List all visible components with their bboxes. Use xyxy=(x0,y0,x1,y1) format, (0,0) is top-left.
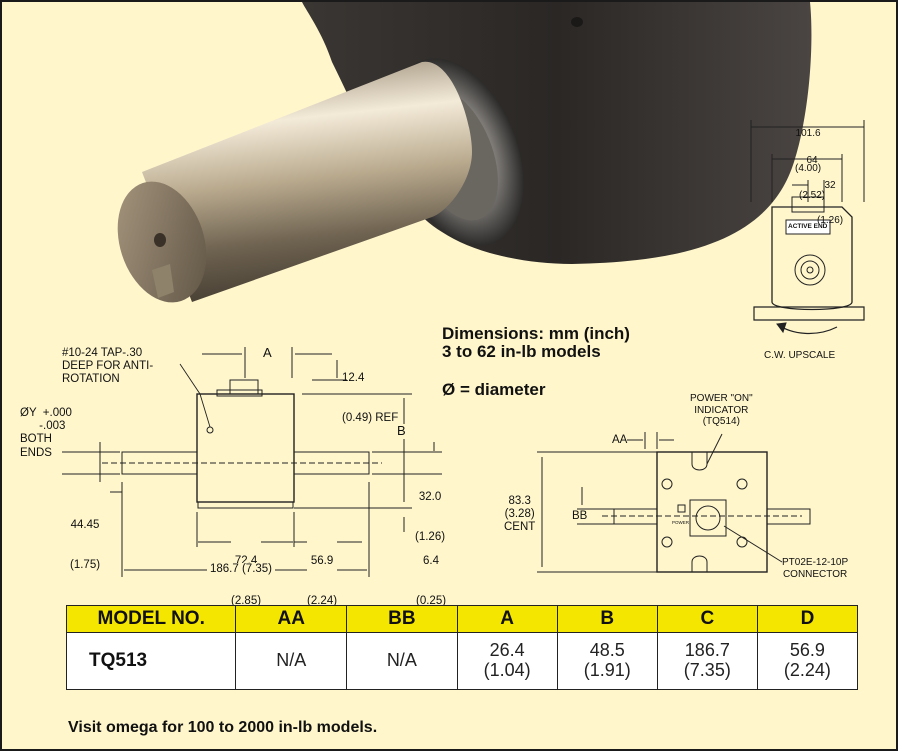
end-view-dim2: 64 (2.52) xyxy=(799,132,825,224)
dim-value-inch: (0.25) xyxy=(416,595,447,608)
dim-value-inch: (2.52) xyxy=(799,189,826,201)
product-photo xyxy=(117,2,812,303)
side-view-drawing xyxy=(62,347,442,577)
dim-value: 32 xyxy=(824,180,836,191)
tap-note: #10-24 TAP-.30 DEEP FOR ANTI- ROTATION xyxy=(62,347,154,386)
shaft-tolerance-note: ØY +.000 -.003 BOTH ENDS xyxy=(20,407,72,459)
height-dim: 32.0 (1.26) xyxy=(415,465,445,571)
table-header-row: MODEL NO. AA BB A B C D xyxy=(65,605,859,633)
shaft-dim: 44.45 (1.75) xyxy=(70,493,100,599)
dimensions-unit-text: Dimensions: mm (inch) xyxy=(442,324,630,344)
cell-model: TQ513 xyxy=(65,632,237,690)
col-c: C xyxy=(656,605,758,633)
dim-value: 56.9 xyxy=(310,555,334,568)
dim-b-label: B xyxy=(397,423,406,439)
dim-value-inch: (1.26) xyxy=(817,214,844,226)
cell-bb: N/A xyxy=(346,632,458,690)
cell-aa: N/A xyxy=(235,632,348,690)
footer-note: Visit omega for 100 to 2000 in-lb models… xyxy=(68,719,378,736)
models-range-note: 3 to 62 in-lb models xyxy=(442,342,601,361)
dim-value: 101.6 xyxy=(795,128,821,139)
power-indicator-note: POWER "ON" INDICATOR (TQ514) xyxy=(690,393,753,427)
dim-value: 12.4 xyxy=(342,372,365,385)
cell-d: 56.9 (2.24) xyxy=(756,632,859,690)
cell-b: 48.5 (1.91) xyxy=(556,632,658,690)
col-aa: AA xyxy=(235,605,348,633)
base-dim: 6.4 (0.25) xyxy=(416,529,446,635)
overall-length-dim: 186.7 (7.35) xyxy=(207,563,276,577)
cell-c: 186.7 (7.35) xyxy=(656,632,758,690)
col-bb: BB xyxy=(346,605,458,633)
dim-value: 32.0 xyxy=(418,491,442,504)
col-a: A xyxy=(456,605,558,633)
dim-value-inch: (0.49) REF xyxy=(342,412,399,425)
end-view-drawing xyxy=(750,120,865,335)
center-dim: 83.3 (3.28) CENT xyxy=(504,495,536,535)
rotation-label: C.W. UPSCALE xyxy=(764,350,836,361)
power-tiny-label: POWER xyxy=(672,520,690,525)
dim-aa-label: AA xyxy=(612,434,628,446)
dim-value-inch: (1.26) xyxy=(415,531,446,544)
col-b: B xyxy=(556,605,658,633)
active-end-label: ACTIVE END xyxy=(788,223,828,230)
col-model: MODEL NO. xyxy=(65,605,237,633)
dim-value: 6.4 xyxy=(423,555,440,568)
dim-value: 64 xyxy=(806,155,818,166)
col-d: D xyxy=(756,605,859,633)
dim-a-label: A xyxy=(263,345,272,360)
cell-a: 26.4 (1.04) xyxy=(456,632,558,690)
ref-dim: 12.4 (0.49) REF xyxy=(342,346,398,452)
end-view-dim3: 32 (1.26) xyxy=(817,157,843,249)
dim-value: 44.45 xyxy=(70,519,100,532)
dim-value-inch: (1.75) xyxy=(70,559,101,572)
table-row: TQ513 N/A N/A 26.4 (1.04) 48.5 (1.91) 18… xyxy=(65,632,859,690)
diameter-legend-text: Ø = diameter xyxy=(442,380,546,400)
dim-bb-label: BB xyxy=(572,510,588,522)
dim-value-inch: (2.24) xyxy=(307,595,338,608)
model-spec-table: MODEL NO. AA BB A B C D TQ513 N/A N/A 26… xyxy=(65,605,859,690)
dimensions-note: Dimensions: mm (inch) Ø = diameter xyxy=(442,288,630,438)
dim-value-inch: (2.85) xyxy=(231,595,262,608)
connector-note: PT02E-12-10P CONNECTOR xyxy=(782,557,849,580)
top-view-drawing xyxy=(537,432,811,573)
dimension-drawings xyxy=(62,120,865,577)
end-view-dim1: 101.6 (4.00) xyxy=(795,105,821,197)
dim-value-inch: (4.00) xyxy=(795,162,822,174)
